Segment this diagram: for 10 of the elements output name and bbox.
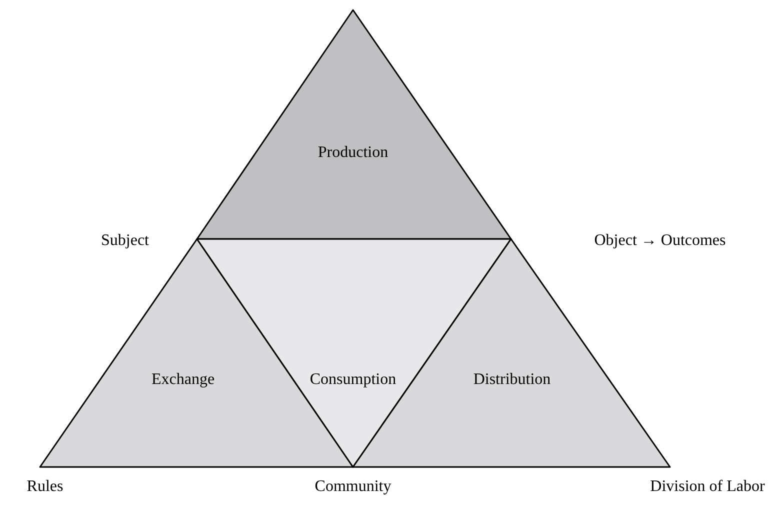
corner-label: Subject [101,231,149,251]
triangle-label: Production [318,145,388,161]
triangle-label: Consumption [310,372,396,388]
upper-triangle [196,9,512,240]
corner-label: Division of Labor [650,477,765,497]
triangle-label: Exchange [151,372,215,388]
triangle-label: Distribution [473,372,551,388]
corner-label: Rules [26,477,64,497]
corner-label: Object → Outcomes [594,231,726,251]
corner-label: Community [314,477,392,497]
